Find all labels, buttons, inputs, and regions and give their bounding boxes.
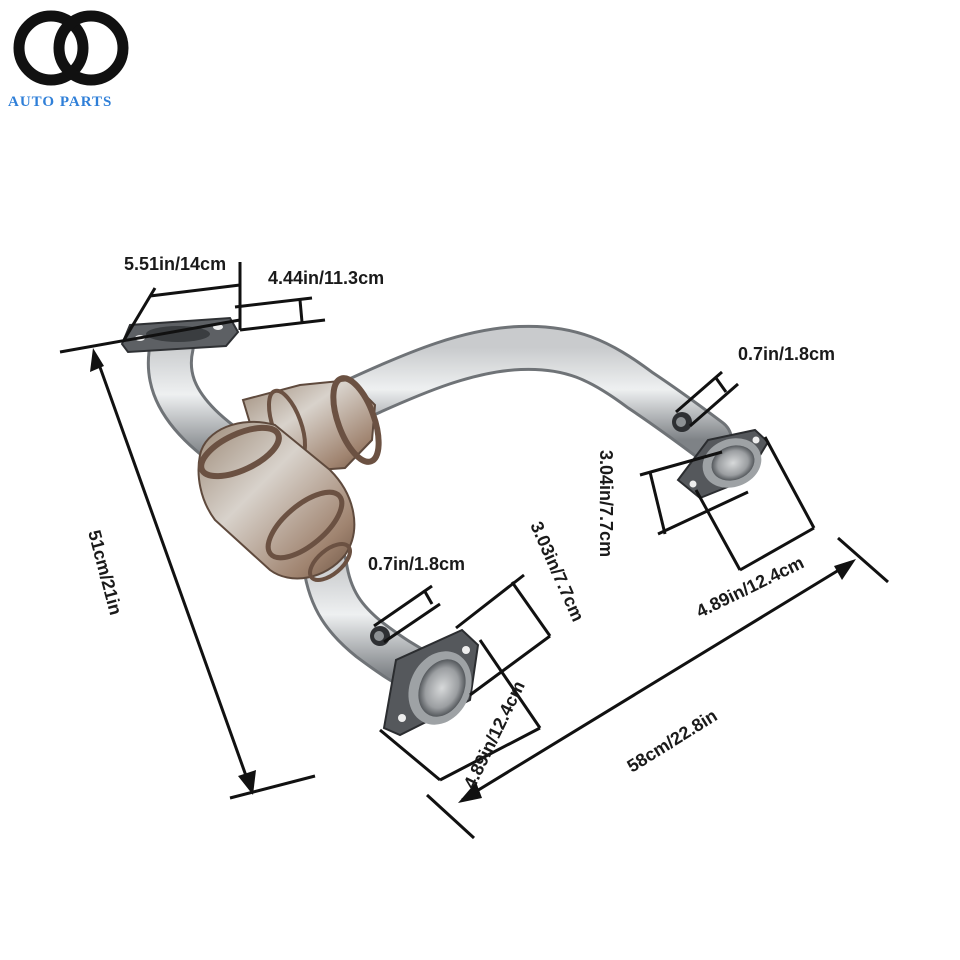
arrow-left-icon [458,782,482,803]
front-catalyst-body [197,420,356,582]
label-left-tube-diameter: 0.7in/1.8cm [368,554,465,574]
dimension-arrowheads [90,348,856,803]
arrow-up-icon [90,348,104,372]
label-overall-height: 51cm/21in [84,528,126,617]
left-outlet-flange [382,628,480,737]
brand-logo [6,6,136,116]
label-top-flange-width: 5.51in/14cm [124,254,226,274]
right-outlet-flange [676,428,770,500]
double-ring-logo-icon [13,10,129,86]
arrow-down-icon [238,770,256,795]
brand-logo-text: AUTO PARTS [8,94,113,110]
label-right-tube-diameter: 0.7in/1.8cm [738,344,835,364]
arrow-right-icon [834,559,856,580]
dimension-lines [59,262,889,840]
label-overall-width: 58cm/22.8in [624,705,721,776]
label-top-flange-height: 4.44in/11.3cm [268,268,384,288]
label-left-flange-height: 3.03in/7.7cm [526,518,588,624]
catalytic-converter-part [120,316,770,737]
label-right-flange-height: 3.04in/7.7cm [596,450,616,557]
